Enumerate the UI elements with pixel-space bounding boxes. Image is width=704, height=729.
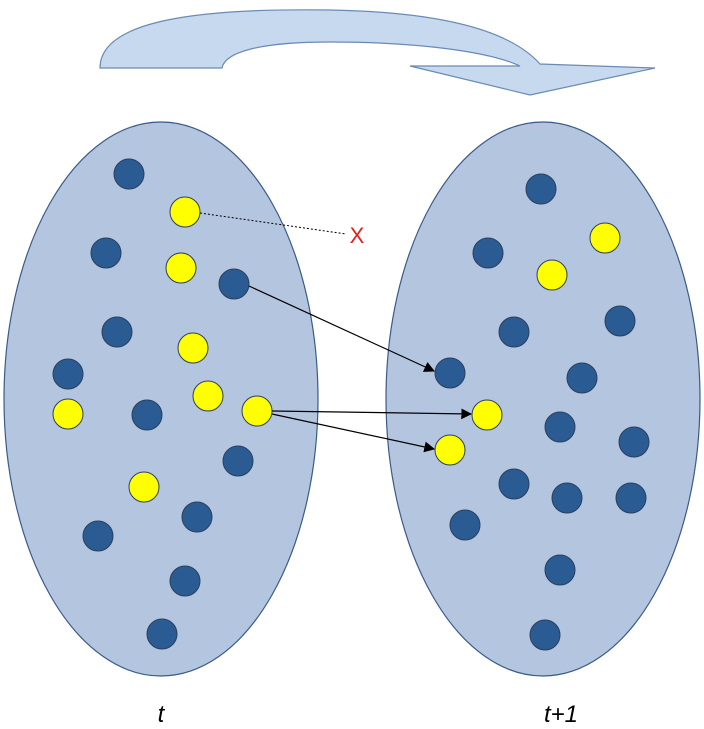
label-t: t bbox=[158, 701, 166, 728]
blue-individual bbox=[434, 357, 466, 389]
blue-individual bbox=[90, 237, 122, 269]
label-t-plus-1: t+1 bbox=[544, 701, 578, 728]
blue-individual bbox=[113, 158, 145, 190]
population-ellipse-t-plus-1 bbox=[385, 121, 701, 677]
blue-individual bbox=[498, 316, 530, 348]
blue-individual bbox=[222, 445, 254, 477]
blue-individual bbox=[525, 173, 557, 205]
blue-individual bbox=[498, 468, 530, 500]
blue-individual bbox=[101, 316, 133, 348]
blue-individual bbox=[615, 482, 647, 514]
blue-individual bbox=[566, 362, 598, 394]
transition-arrow-yellow-2 bbox=[271, 413, 436, 453]
blue-individual bbox=[544, 554, 576, 586]
yellow-individual bbox=[165, 252, 197, 284]
yellow-individual bbox=[128, 471, 160, 503]
transition-arrow-yellow-1 bbox=[271, 408, 473, 420]
yellow-individual bbox=[177, 332, 209, 364]
population-t-individuals bbox=[52, 158, 273, 650]
transition-arrow-blue bbox=[248, 285, 435, 372]
curved-transition-arrow bbox=[99, 9, 656, 96]
blue-individual bbox=[82, 520, 114, 552]
blue-individual bbox=[146, 618, 178, 650]
population-ellipse-t bbox=[3, 121, 319, 677]
yellow-individual bbox=[434, 434, 466, 466]
blue-individual bbox=[52, 358, 84, 390]
removed-marker: X bbox=[350, 223, 365, 248]
yellow-individual bbox=[471, 399, 503, 431]
blue-individual bbox=[551, 482, 583, 514]
blue-individual bbox=[544, 411, 576, 443]
blue-individual bbox=[169, 565, 201, 597]
blue-individual bbox=[618, 426, 650, 458]
yellow-individual bbox=[589, 222, 621, 254]
yellow-individual bbox=[241, 395, 273, 427]
yellow-individual bbox=[192, 380, 224, 412]
population-t-plus-1-individuals bbox=[434, 173, 650, 651]
removal-dotted-line bbox=[199, 212, 347, 235]
yellow-individual bbox=[169, 196, 201, 228]
blue-individual bbox=[181, 501, 213, 533]
blue-individual bbox=[218, 268, 250, 300]
blue-individual bbox=[131, 399, 163, 431]
yellow-individual bbox=[536, 259, 568, 291]
blue-individual bbox=[529, 619, 561, 651]
blue-individual bbox=[604, 305, 636, 337]
yellow-individual bbox=[52, 398, 84, 430]
blue-individual bbox=[449, 509, 481, 541]
blue-individual bbox=[472, 237, 504, 269]
